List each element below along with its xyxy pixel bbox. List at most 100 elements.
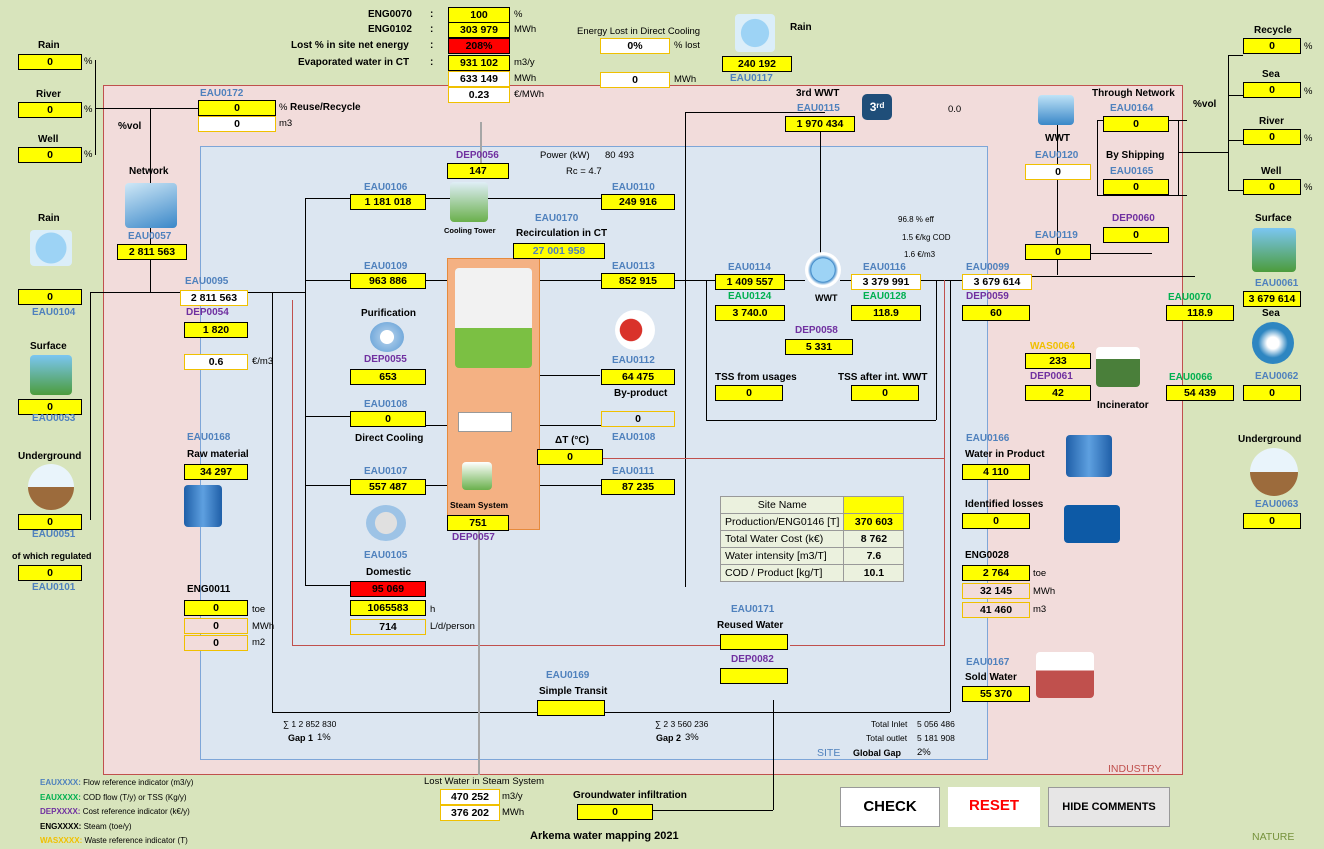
dep0058-value[interactable]: 5 331 [785, 339, 853, 355]
eng0011-v1[interactable]: 0 [184, 600, 248, 616]
reset-button[interactable]: RESET [948, 787, 1040, 827]
eau0057-value[interactable]: 2 811 563 [117, 244, 187, 260]
eau0109-value[interactable]: 963 886 [350, 273, 426, 289]
was0064-value[interactable]: 233 [1025, 353, 1091, 369]
far-surface-value[interactable]: 3 679 614 [1243, 291, 1301, 307]
eau0110-value[interactable]: 249 916 [601, 194, 675, 210]
eau0172-pct[interactable]: 0 [198, 100, 276, 116]
dep0060-code: DEP0060 [1112, 213, 1155, 224]
gap1-label: Gap 1 [288, 733, 314, 743]
eau0124-value[interactable]: 3 740.0 [715, 305, 785, 321]
eng0102-value[interactable]: 303 979 [448, 22, 510, 38]
left-rain-unit: % [84, 56, 93, 67]
eau0170-label: Recirculation in CT [516, 228, 608, 239]
legend-text: COD flow (T/y) or TSS (Kg/y) [80, 792, 187, 802]
far-sea-value[interactable]: 0 [1243, 82, 1301, 98]
hide-comments-button[interactable]: HIDE COMMENTS [1048, 787, 1170, 827]
underground-left-value[interactable]: 0 [18, 514, 82, 530]
summary-row-value[interactable]: 370 603 [843, 513, 905, 531]
raw-material-value[interactable]: 34 297 [184, 464, 248, 480]
domestic-value2[interactable]: 1065583 [350, 600, 426, 616]
far-sea-unit: % [1304, 86, 1313, 97]
wwt-kgcod: 1.5 €/kg COD [902, 233, 951, 242]
sold-water-value[interactable]: 55 370 [962, 686, 1030, 702]
dep0058-code: DEP0058 [795, 325, 838, 336]
eau0106-value[interactable]: 1 181 018 [350, 194, 426, 210]
reuse-line-v2 [944, 280, 945, 646]
network-label: Network [129, 166, 169, 177]
eng0028-v1[interactable]: 2 764 [962, 565, 1030, 581]
far-underground-value[interactable]: 0 [1243, 513, 1301, 529]
regulated-value[interactable]: 0 [18, 565, 82, 581]
evap-unit2: MWh [514, 73, 537, 84]
lost-pct-value[interactable]: 208% [448, 38, 510, 54]
far-well-value[interactable]: 0 [1243, 179, 1301, 195]
eau0170-value[interactable]: 27 001 958 [513, 243, 605, 259]
eau0111-value[interactable]: 87 235 [601, 479, 675, 495]
reuse-recycle-label: Reuse/Recycle [290, 102, 361, 113]
eau0119-value[interactable]: 0 [1025, 244, 1091, 260]
wwt-eff: 96.8 % eff [898, 215, 934, 224]
rain-top-value[interactable]: 240 192 [722, 56, 792, 72]
eau0115-value[interactable]: 1 970 434 [785, 116, 855, 132]
check-button[interactable]: CHECK [840, 787, 940, 827]
dep0061-value[interactable]: 42 [1025, 385, 1091, 401]
eau0104-value[interactable]: 0 [18, 289, 82, 305]
dep0082-value[interactable] [720, 668, 788, 684]
losses-value[interactable]: 0 [962, 513, 1030, 529]
eng0011-u3: m2 [252, 637, 266, 648]
line-gw-h [653, 810, 773, 811]
dep0054-value[interactable]: 1 820 [184, 322, 248, 338]
eau0107-value[interactable]: 557 487 [350, 479, 426, 495]
water-product-value[interactable]: 4 110 [962, 464, 1030, 480]
eau0164-value[interactable]: 0 [1103, 116, 1169, 132]
eau0112-value[interactable]: 64 475 [601, 369, 675, 385]
tss-usage-value[interactable]: 0 [715, 385, 783, 401]
tss-after-value[interactable]: 0 [851, 385, 919, 401]
evap-value3: 0.23 [448, 87, 510, 103]
evap-line [480, 122, 482, 177]
eau0114-value[interactable]: 1 409 557 [715, 274, 785, 290]
dep0060-value[interactable]: 0 [1103, 227, 1169, 243]
eau0108-value[interactable]: 0 [350, 411, 426, 427]
eau0172-m3: 0 [198, 116, 276, 132]
direct-cooling-pct-unit: % lost [674, 40, 700, 51]
evap-value1[interactable]: 931 102 [448, 55, 510, 71]
eau0105-code: EAU0105 [364, 550, 408, 561]
groundwater-value[interactable]: 0 [577, 804, 653, 820]
left-river-value[interactable]: 0 [18, 102, 82, 118]
purification-icon [370, 322, 404, 352]
reused-water-value[interactable] [720, 634, 788, 650]
eau0070-value[interactable]: 118.9 [1166, 305, 1234, 321]
domestic-value1[interactable]: 95 069 [350, 581, 426, 597]
dep0057-value[interactable]: 751 [447, 515, 509, 531]
left-rain-value[interactable]: 0 [18, 54, 82, 70]
colon: : [430, 57, 434, 68]
far-river-value[interactable]: 0 [1243, 129, 1301, 145]
eau0113-value[interactable]: 852 915 [601, 273, 675, 289]
surface-left-code: EAU0053 [32, 413, 76, 424]
dt-value[interactable]: 0 [537, 449, 603, 465]
simple-transit-value[interactable] [537, 700, 605, 716]
global-gap-value: 2% [917, 747, 931, 758]
eng0070-value[interactable]: 100 [448, 7, 510, 23]
line-eau0119 [1057, 120, 1058, 275]
dep0056-value[interactable]: 147 [447, 163, 509, 179]
far-sea2-value[interactable]: 0 [1243, 385, 1301, 401]
dep0059-value[interactable]: 60 [962, 305, 1030, 321]
far-sea-label: Sea [1262, 69, 1280, 80]
third-badge-icon: 3ʳᵈ [862, 94, 892, 120]
left-well-unit: % [84, 149, 93, 160]
surface-left-value[interactable]: 0 [18, 399, 82, 415]
eau0095-value: 2 811 563 [180, 290, 248, 306]
far-river-unit: % [1304, 133, 1313, 144]
left-well-value[interactable]: 0 [18, 147, 82, 163]
line-to-surface [1000, 276, 1195, 277]
eau0066-value[interactable]: 54 439 [1166, 385, 1234, 401]
legend-code: EAUXXXX: [40, 778, 81, 787]
far-recycle-value[interactable]: 0 [1243, 38, 1301, 54]
eau0165-value[interactable]: 0 [1103, 179, 1169, 195]
dep0055-value[interactable]: 653 [350, 369, 426, 385]
site-name-value[interactable] [843, 496, 905, 514]
eau0128-value[interactable]: 118.9 [851, 305, 921, 321]
